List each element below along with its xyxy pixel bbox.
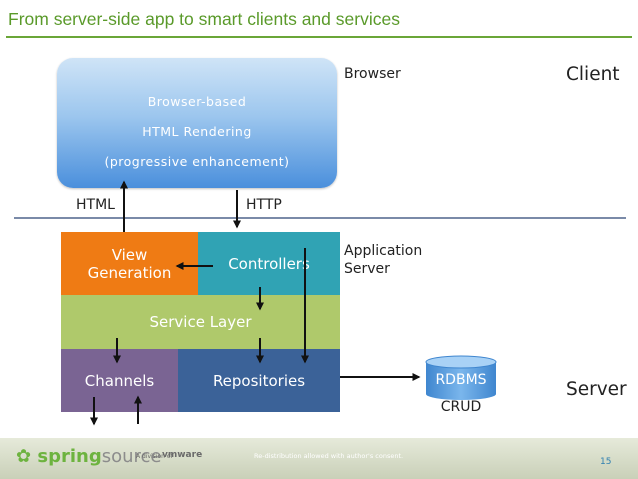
view-generation-label-line-1: View: [111, 245, 148, 264]
rdbms-label: RDBMS: [435, 372, 487, 388]
page-number: 15: [600, 457, 612, 467]
logo-source-text: source: [101, 446, 162, 467]
logo-spring-text: spring: [37, 446, 102, 467]
application-server-label-line-1: Application: [344, 243, 423, 259]
controllers-box: Controllers: [198, 232, 340, 295]
rdbms-cylinder: [425, 355, 497, 400]
service-layer-box: Service Layer: [61, 295, 340, 349]
application-server-label-line-2: Server: [344, 261, 390, 277]
view-generation-label-line-2: Generation: [87, 263, 172, 282]
service-layer-label: Service Layer: [149, 313, 252, 331]
html-label: HTML: [76, 197, 115, 213]
browser-label: Browser: [344, 66, 401, 82]
title-divider: [6, 36, 632, 38]
browser-box-line-1: Browser-based: [147, 94, 247, 109]
vmware-logo: vmware: [162, 450, 203, 460]
client-label: Client: [566, 64, 620, 85]
repositories-label: Repositories: [212, 371, 306, 390]
browser-box-line-2: HTML Rendering: [142, 124, 252, 139]
browser-box-line-3: (progressive enhancement): [104, 154, 290, 169]
http-label: HTTP: [246, 197, 282, 213]
slide-title: From server-side app to smart clients an…: [8, 9, 400, 29]
channels-label: Channels: [84, 371, 155, 390]
view-generation-box: View Generation: [61, 232, 198, 295]
crud-label: CRUD: [440, 399, 482, 415]
server-label: Server: [566, 379, 627, 400]
redistribution-notice: Re-distribution allowed with author's co…: [254, 452, 404, 460]
spring-leaf-icon: ✿: [16, 446, 32, 467]
client-server-divider: [14, 217, 626, 219]
footer-bar: [0, 438, 638, 479]
browser-rendering-box: Browser-based HTML Rendering (progressiv…: [57, 58, 337, 188]
division-text: A division of: [136, 453, 173, 460]
controllers-label: Controllers: [228, 254, 310, 273]
springsource-logo: ✿ springsource: [16, 446, 162, 467]
